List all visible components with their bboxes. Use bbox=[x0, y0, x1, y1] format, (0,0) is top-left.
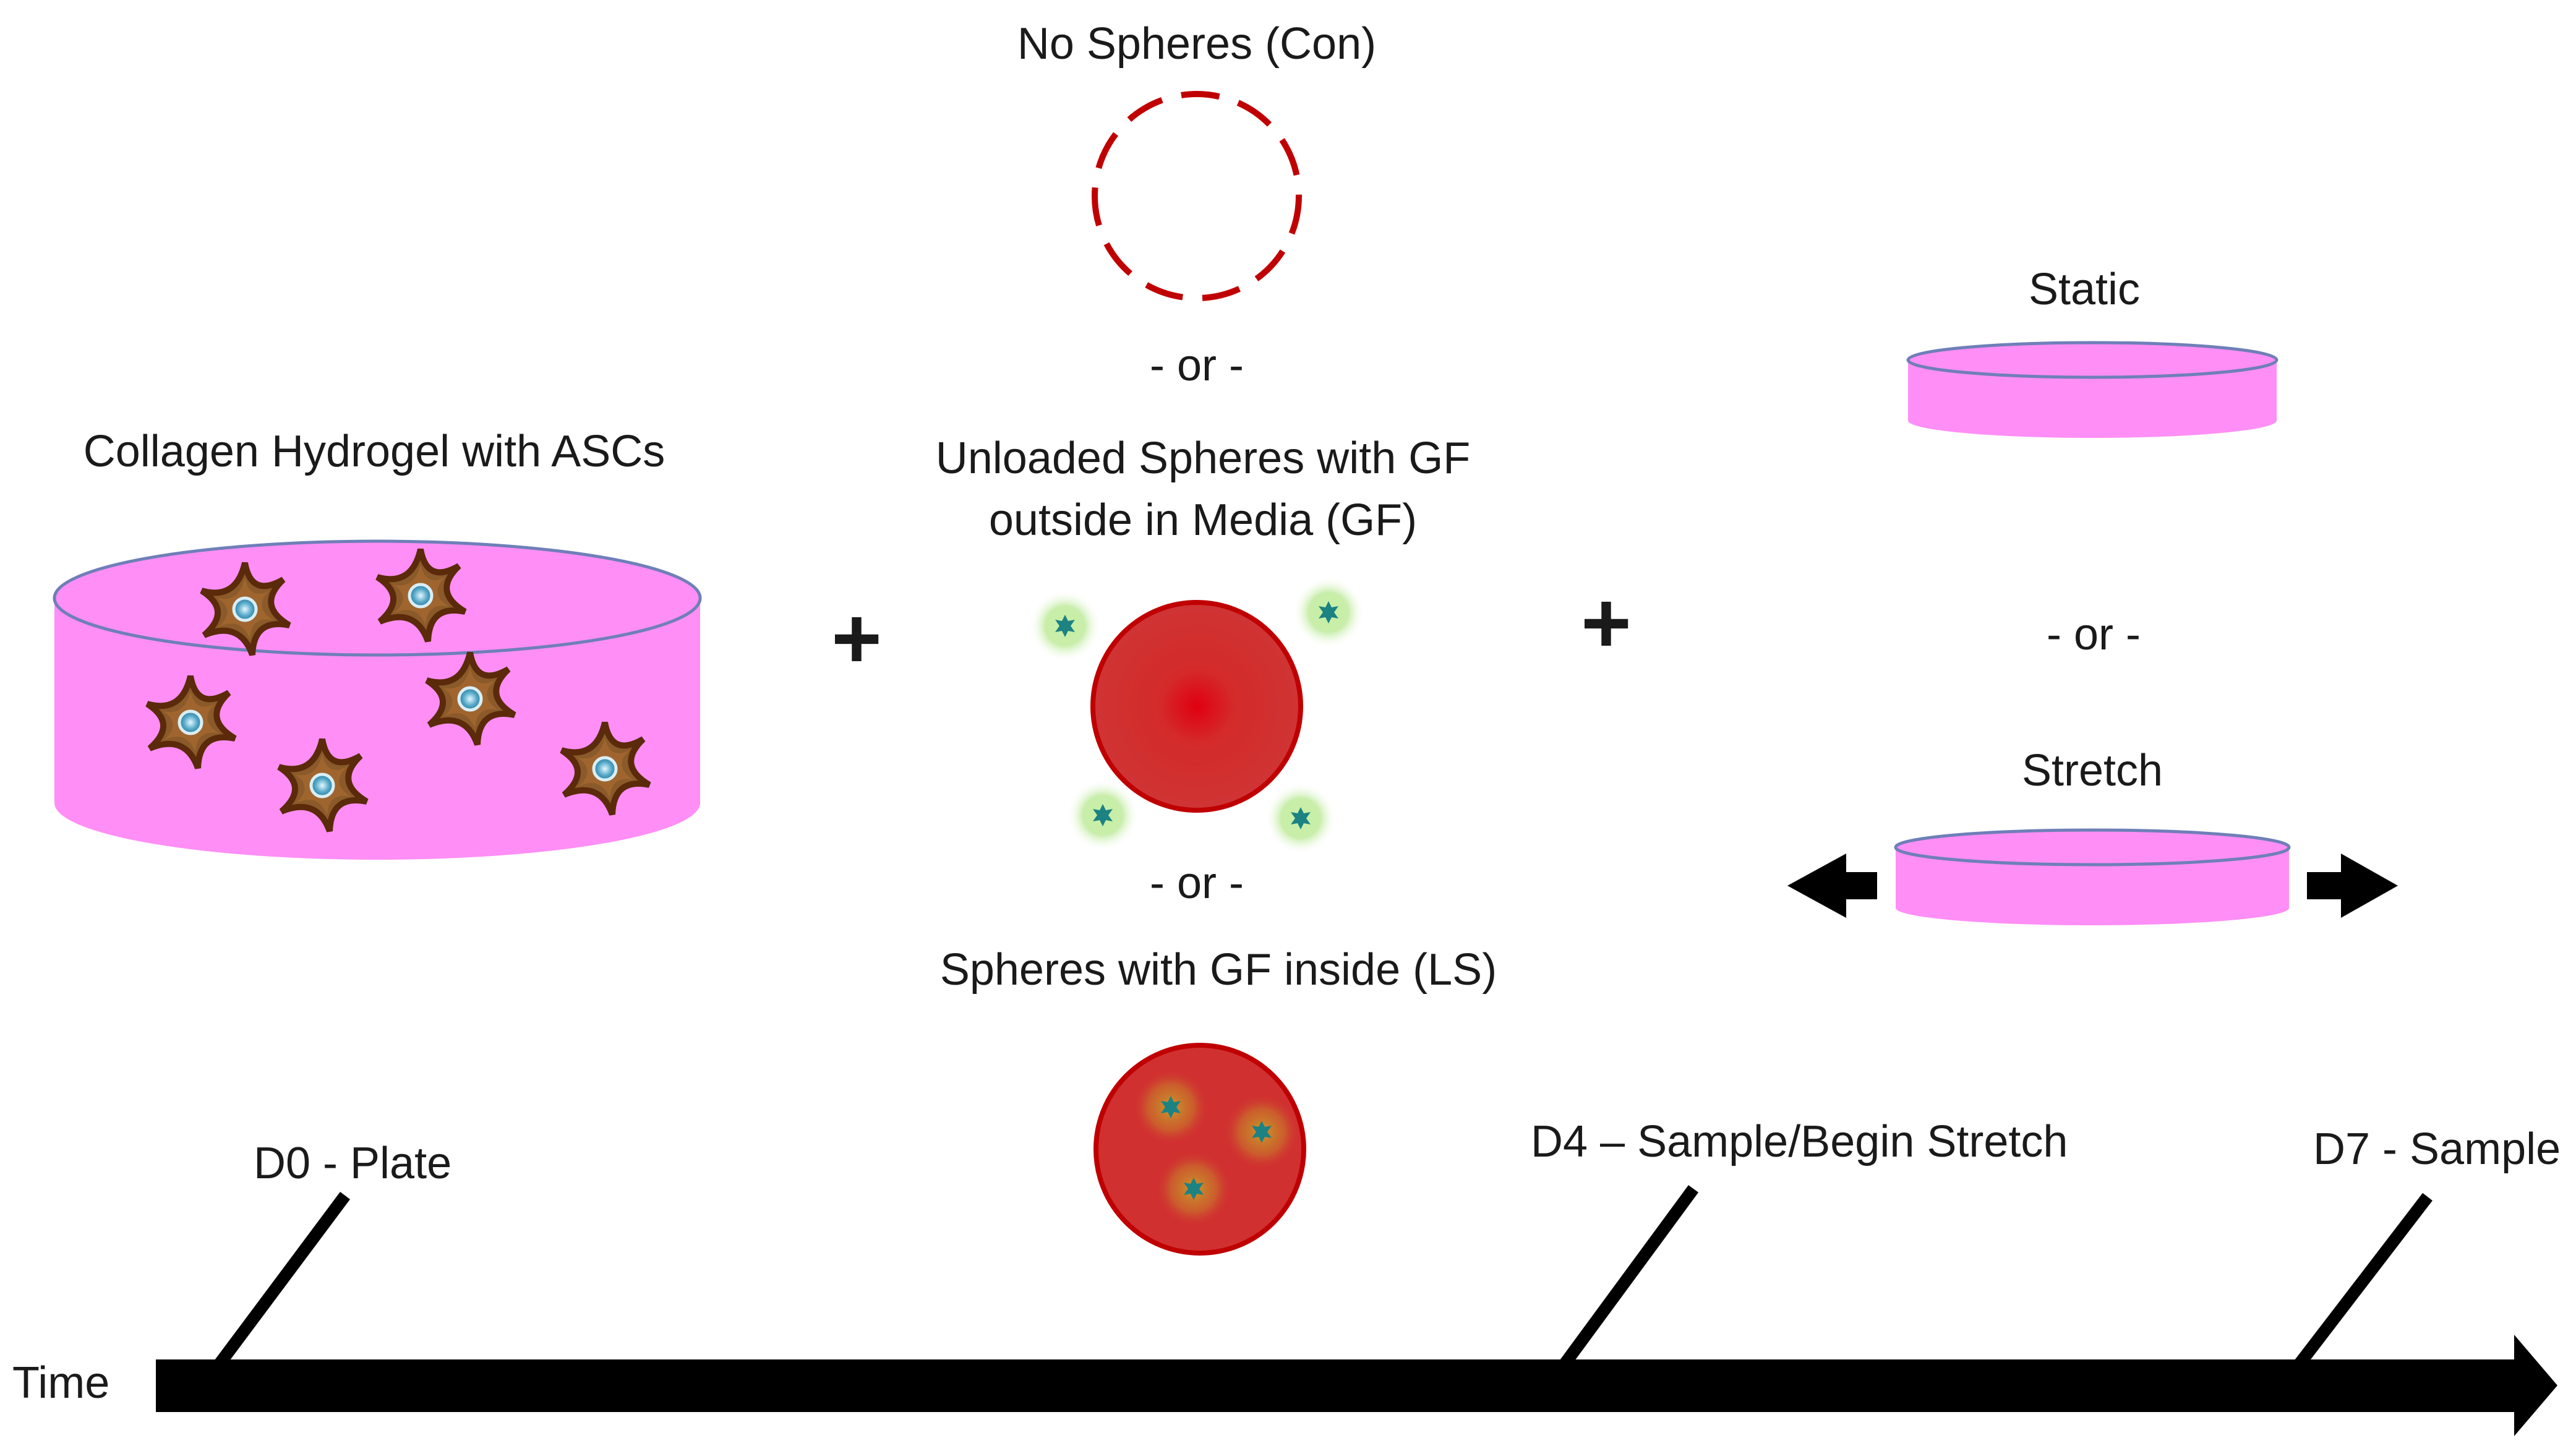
or-label-1: - or - bbox=[1150, 341, 1244, 390]
stretch-label: Stretch bbox=[2022, 746, 2163, 795]
loaded-spheres-label: Spheres with GF inside (LS) bbox=[940, 945, 1497, 995]
d0-label: D0 - Plate bbox=[254, 1139, 451, 1188]
arrow-left-icon bbox=[1787, 854, 1877, 918]
plus-sign-2: + bbox=[1581, 574, 1632, 671]
unloaded-sphere-with-gf bbox=[1029, 576, 1364, 854]
plus-sign-1: + bbox=[831, 589, 882, 687]
hydrogel-label: Collagen Hydrogel with ASCs bbox=[83, 427, 665, 476]
no-spheres-label: No Spheres (Con) bbox=[1017, 19, 1376, 69]
d0-tick bbox=[214, 1192, 351, 1368]
unloaded-spheres-label-line1: Unloaded Spheres with GF bbox=[936, 434, 1470, 483]
or-label-2: - or - bbox=[1150, 858, 1244, 908]
arrow-right-icon bbox=[2307, 854, 2398, 918]
or-label-3: - or - bbox=[2047, 610, 2141, 659]
empty-sphere-outline bbox=[1092, 91, 1302, 301]
static-dish bbox=[1906, 341, 2279, 438]
static-label: Static bbox=[2029, 265, 2140, 314]
d4-label: D4 – Sample/Begin Stretch bbox=[1531, 1117, 2068, 1166]
unloaded-spheres-label-line2: outside in Media (GF) bbox=[989, 495, 1417, 545]
stretch-dish bbox=[1894, 828, 2291, 925]
hydrogel-dish bbox=[53, 539, 702, 860]
unloaded-sphere bbox=[1090, 600, 1303, 813]
timeline bbox=[156, 1185, 2557, 1436]
timeline-arrow bbox=[156, 1335, 2557, 1436]
d7-tick bbox=[2295, 1192, 2433, 1368]
d7-label: D7 - Sample bbox=[2313, 1124, 2561, 1174]
loaded-sphere-with-gf bbox=[1093, 1043, 1306, 1256]
d4-tick bbox=[1559, 1185, 1699, 1368]
time-axis-label: Time bbox=[12, 1358, 109, 1408]
